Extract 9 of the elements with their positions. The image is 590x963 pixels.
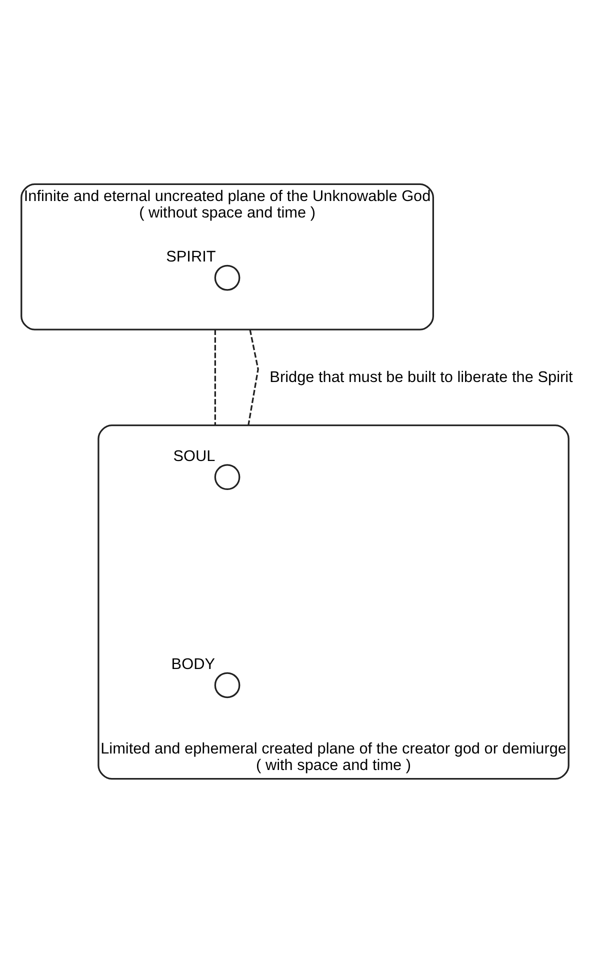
node-circle — [214, 264, 240, 291]
node-label: SPIRIT — [166, 248, 216, 266]
node-circle — [214, 672, 240, 698]
edge-label: Bridge that must be built to liberate the Spirit — [270, 369, 573, 386]
node-label: SOUL — [173, 448, 216, 465]
node-circle — [214, 464, 240, 490]
connector — [248, 329, 259, 426]
connector — [214, 330, 216, 426]
node-label: BODY — [171, 656, 215, 673]
